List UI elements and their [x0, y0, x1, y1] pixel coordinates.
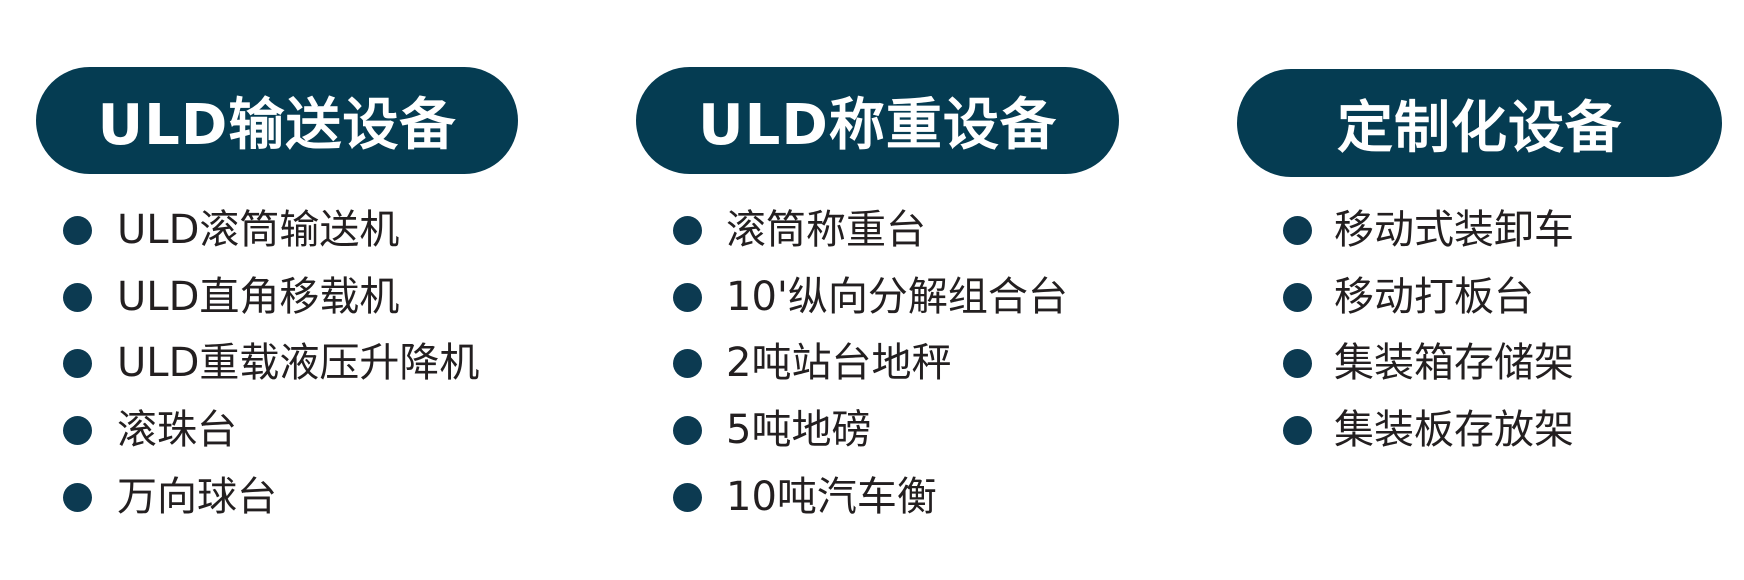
category-pill-weighing: ULD称重设备: [636, 67, 1119, 174]
category-title: ULD称重设备: [698, 93, 1057, 158]
bullet-icon: [63, 216, 92, 245]
bullet-icon: [1283, 349, 1312, 378]
list-item-label: 滚珠台: [117, 407, 237, 453]
bullet-icon: [63, 349, 92, 378]
list-item-label: 滚筒称重台: [726, 207, 926, 253]
bullet-icon: [63, 483, 92, 512]
bullet-icon: [1283, 216, 1312, 245]
list-item-label: 集装箱存储架: [1334, 340, 1574, 386]
list-item-label: 10'纵向分解组合台: [726, 274, 1068, 320]
bullet-icon: [63, 283, 92, 312]
bullet-icon: [673, 283, 702, 312]
category-pill-customized: 定制化设备: [1237, 69, 1722, 177]
bullet-icon: [1283, 416, 1312, 445]
list-item-label: 集装板存放架: [1334, 407, 1574, 453]
bullet-icon: [673, 216, 702, 245]
bullet-icon: [673, 349, 702, 378]
list-item-label: 2吨站台地秤: [726, 340, 952, 386]
category-title: 定制化设备: [1337, 95, 1622, 161]
list-item-label: 10吨汽车衡: [726, 474, 937, 520]
category-pill-conveying: ULD输送设备: [36, 67, 518, 174]
bullet-icon: [63, 416, 92, 445]
list-item-label: ULD直角移载机: [117, 274, 400, 320]
list-item-label: ULD滚筒输送机: [117, 207, 400, 253]
list-item-label: 移动打板台: [1334, 274, 1534, 320]
list-item-label: 万向球台: [117, 474, 277, 520]
list-item-label: 5吨地磅: [726, 407, 872, 453]
list-item-label: 移动式装卸车: [1334, 207, 1574, 253]
bullet-icon: [673, 416, 702, 445]
category-title: ULD输送设备: [97, 93, 457, 158]
bullet-icon: [673, 483, 702, 512]
bullet-icon: [1283, 283, 1312, 312]
list-item-label: ULD重载液压升降机: [117, 340, 480, 386]
